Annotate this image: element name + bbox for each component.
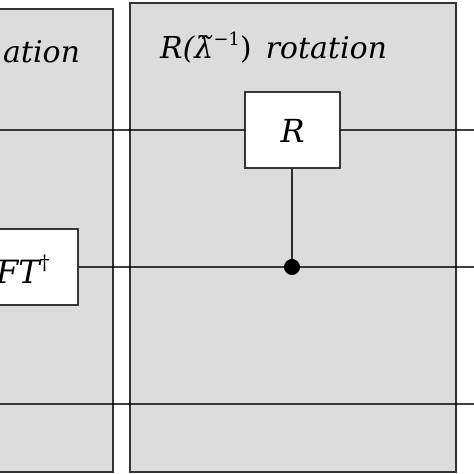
qft-gate-text: FT (0, 253, 42, 291)
qft-dagger-gate (0, 228, 79, 306)
qft-dagger-gate-label: FT† (0, 250, 50, 291)
title-exponent: −1 (213, 29, 240, 50)
title-word: rotation (266, 31, 387, 66)
control-dot (284, 259, 300, 275)
title-suffix: ) (240, 31, 252, 66)
r-gate (244, 91, 341, 169)
qft-gate-dagger: † (40, 250, 50, 274)
left-panel-title: ation (3, 35, 80, 70)
title-lambda: λ̃ (193, 31, 213, 66)
r-gate-label: R (279, 112, 304, 150)
title-prefix: R( (159, 31, 196, 66)
right-panel (129, 2, 457, 473)
right-panel-title: R(λ̃−1) rotation (159, 29, 387, 66)
